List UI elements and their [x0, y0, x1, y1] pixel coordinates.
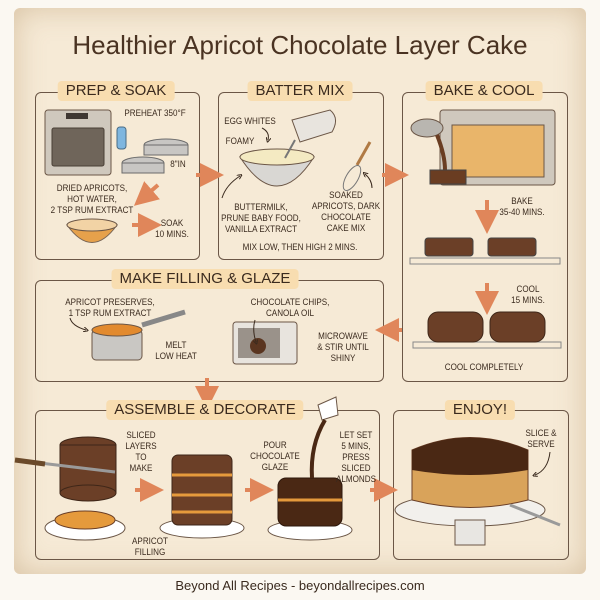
- pointer-serve: [535, 451, 551, 475]
- oven-icon: [44, 109, 112, 176]
- oven-baking-icon: [439, 109, 556, 186]
- sliced-layers-label: SLICED LAYERS TO MAKE: [125, 430, 157, 474]
- soak-time-label: SOAK 10 MINS.: [155, 218, 189, 240]
- spray-bottle-icon: [116, 126, 127, 150]
- melt-label: MELT LOW HEAT: [155, 340, 197, 362]
- apricot-bowl-icon: [66, 218, 118, 243]
- cake-pans-icon: [121, 138, 189, 174]
- pointer-chips: [254, 319, 256, 342]
- pouring-glaze-icon: [309, 396, 339, 479]
- dry-ingredients-label: SOAKED APRICOTS, DARK CHOCOLATE CAKE MIX: [311, 190, 381, 234]
- header-enjoy: ENJOY!: [444, 400, 516, 420]
- pointer-dry: [365, 174, 373, 189]
- wet-ingredients-label: BUTTERMILK, PRUNE BABY FOOD, VANILLA EXT…: [221, 202, 301, 235]
- apricot-filling-layer-icon: [44, 510, 126, 541]
- saucepan-icon: [91, 309, 186, 361]
- header-batter-mix: BATTER MIX: [247, 81, 353, 101]
- footer-credit: Beyond All Recipes - beyondallrecipes.co…: [175, 578, 425, 593]
- sliced-layers-icon: [59, 436, 117, 502]
- mixing-bowl-icon: [239, 148, 315, 187]
- soak-ingredients-label: DRIED APRICOTS, HOT WATER, 2 TSP RUM EXT…: [50, 183, 134, 216]
- pointer-egg-whites: [261, 127, 268, 140]
- microwave-label: MICROWAVE & STIR UNTIL SHINY: [317, 331, 369, 364]
- flow-arrows: [132, 163, 499, 502]
- foamy-label: FOAMY: [225, 136, 255, 147]
- arrow-apricots: [133, 181, 160, 206]
- preheat-label: PREHEAT 350°F: [124, 108, 186, 119]
- hand-mixer-icon: [284, 109, 336, 159]
- header-filling-glaze: MAKE FILLING & GLAZE: [111, 269, 299, 289]
- preserves-label: APRICOT PRESERVES, 1 TSP RUM EXTRACT: [65, 297, 155, 319]
- page-title: Healthier Apricot Chocolate Layer Cake: [72, 30, 528, 60]
- header-assemble-decorate: ASSEMBLE & DECORATE: [106, 400, 304, 420]
- cooling-rack-cakes-icon: [412, 311, 562, 349]
- cool-time-label: COOL 15 MINS.: [511, 284, 545, 306]
- slice-serve-label: SLICE & SERVE: [525, 428, 557, 450]
- egg-whites-label: EGG WHITES: [224, 116, 276, 127]
- stacked-cake-icon: [159, 454, 245, 539]
- let-set-label: LET SET 5 MINS, PRESS SLICED ALMONDS: [336, 430, 376, 485]
- pointer-preserves: [69, 317, 86, 330]
- pan-size-label: 8"IN: [170, 159, 186, 170]
- cooling-rack-baked-icon: [409, 237, 561, 265]
- apricot-filling-label: APRICOT FILLING: [132, 536, 168, 558]
- whisk-icon: [342, 141, 372, 191]
- finished-cake-icon: [394, 437, 561, 546]
- bake-time-label: BAKE 35-40 MINS.: [499, 196, 545, 218]
- chocolate-chips-label: CHOCOLATE CHIPS, CANOLA OIL: [250, 297, 330, 319]
- mix-instruction-label: MIX LOW, THEN HIGH 2 MINS.: [242, 242, 358, 253]
- glazed-cake-icon: [267, 477, 353, 541]
- pointer-wet: [221, 176, 240, 199]
- microwave-icon: [232, 321, 298, 365]
- pouring-pan-icon: [410, 118, 467, 185]
- cool-completely-label: COOL COMPLETELY: [444, 362, 524, 373]
- pour-glaze-label: POUR CHOCOLATE GLAZE: [250, 440, 300, 473]
- header-prep-soak: PREP & SOAK: [57, 81, 175, 101]
- knife-icon: [14, 457, 116, 474]
- header-bake-cool: BAKE & COOL: [425, 81, 543, 101]
